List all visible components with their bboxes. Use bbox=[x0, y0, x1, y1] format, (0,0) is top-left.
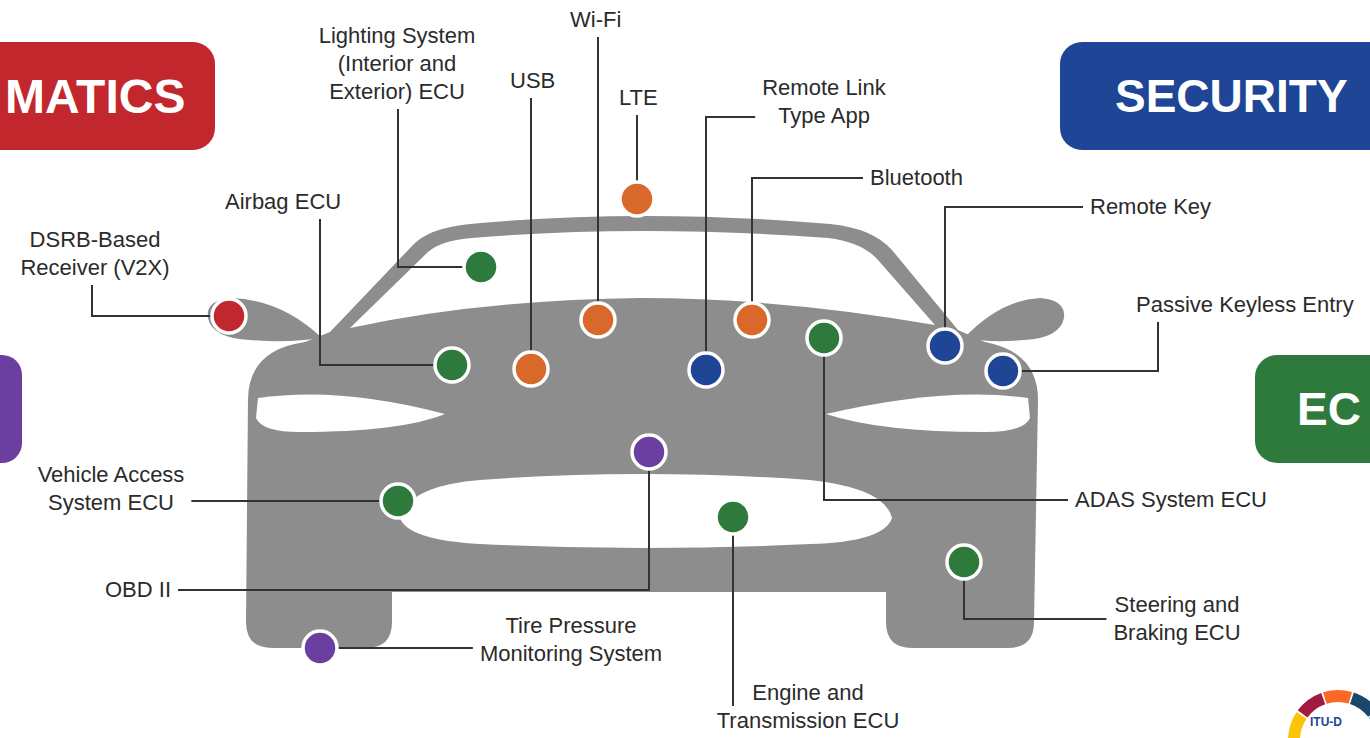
logo-segment bbox=[1294, 696, 1370, 738]
leader-line bbox=[178, 452, 649, 590]
port-dot bbox=[716, 500, 750, 534]
leader-line bbox=[191, 500, 398, 502]
windshield bbox=[350, 231, 935, 328]
tab-title: EC bbox=[1297, 382, 1361, 436]
port-dot bbox=[928, 329, 962, 363]
tab-title: MATICS bbox=[5, 69, 185, 124]
callout-label: Remote Key bbox=[1090, 193, 1211, 221]
leader-line bbox=[530, 98, 532, 369]
port-dot bbox=[947, 545, 981, 579]
callout-label: Engine and Transmission ECU bbox=[708, 679, 908, 735]
leader-lines bbox=[92, 37, 1158, 706]
logo-segment bbox=[1294, 696, 1370, 738]
leader-line bbox=[92, 285, 229, 316]
callout-label: Passive Keyless Entry bbox=[1136, 291, 1354, 319]
side-mirror bbox=[208, 298, 322, 341]
port-dot bbox=[514, 352, 548, 386]
category-tab bbox=[0, 355, 22, 463]
logo-text: ITU-D bbox=[1310, 714, 1342, 730]
logo-segment bbox=[1294, 696, 1370, 738]
callout-label: USB bbox=[510, 67, 555, 95]
car-body bbox=[246, 216, 1038, 648]
tab-title: SECURITY bbox=[1115, 69, 1348, 123]
category-tab: EC bbox=[1255, 355, 1370, 463]
headlight bbox=[256, 394, 445, 432]
port-dots bbox=[212, 182, 1020, 665]
logo-segment bbox=[1294, 696, 1370, 738]
callout-label: Lighting System (Interior and Exterior) … bbox=[310, 22, 485, 106]
logo-center bbox=[1301, 703, 1370, 738]
callout-label: Vehicle Access System ECU bbox=[29, 461, 194, 517]
grille bbox=[400, 474, 892, 548]
port-dot bbox=[620, 182, 654, 216]
port-dot bbox=[464, 250, 498, 284]
logo-segment bbox=[1294, 696, 1370, 738]
category-tab: SECURITY bbox=[1060, 42, 1370, 150]
logo-segment bbox=[1294, 696, 1370, 738]
port-dot bbox=[986, 354, 1020, 388]
leader-line bbox=[752, 178, 863, 320]
logo-ring bbox=[1294, 696, 1370, 738]
leader-line bbox=[320, 647, 473, 649]
callout-label: LTE bbox=[619, 84, 658, 112]
callout-label: Wi-Fi bbox=[570, 6, 621, 34]
logo-segment bbox=[1294, 696, 1370, 738]
callout-label: OBD II bbox=[105, 576, 171, 604]
leader-line bbox=[597, 37, 599, 320]
port-dot bbox=[689, 353, 723, 387]
callout-label: Steering and Braking ECU bbox=[1102, 591, 1252, 647]
port-dot bbox=[632, 435, 666, 469]
leader-line bbox=[732, 517, 734, 706]
callout-label: Airbag ECU bbox=[225, 188, 341, 216]
category-tab: MATICS bbox=[0, 42, 215, 150]
callout-label: Remote Link Type App bbox=[754, 74, 894, 130]
port-dot bbox=[735, 303, 769, 337]
callout-label: Tire Pressure Monitoring System bbox=[471, 612, 671, 668]
leader-line bbox=[964, 562, 1106, 619]
leader-line bbox=[398, 109, 481, 267]
leader-line bbox=[1003, 322, 1158, 371]
side-mirror bbox=[964, 298, 1064, 341]
port-dot bbox=[212, 299, 246, 333]
logo-segment bbox=[1294, 696, 1370, 738]
callout-label: DSRB-Based Receiver (V2X) bbox=[13, 226, 178, 282]
port-dot bbox=[581, 303, 615, 337]
port-dot bbox=[303, 631, 337, 665]
callout-label: Bluetooth bbox=[870, 164, 963, 192]
logo-segment bbox=[1294, 696, 1370, 738]
leader-line bbox=[320, 219, 452, 365]
leader-line bbox=[945, 207, 1083, 346]
port-dot bbox=[381, 484, 415, 518]
port-dot bbox=[435, 348, 469, 382]
port-dot bbox=[807, 321, 841, 355]
logo-segment bbox=[1294, 696, 1370, 738]
callout-label: ADAS System ECU bbox=[1075, 486, 1267, 514]
headlight bbox=[826, 394, 1030, 432]
